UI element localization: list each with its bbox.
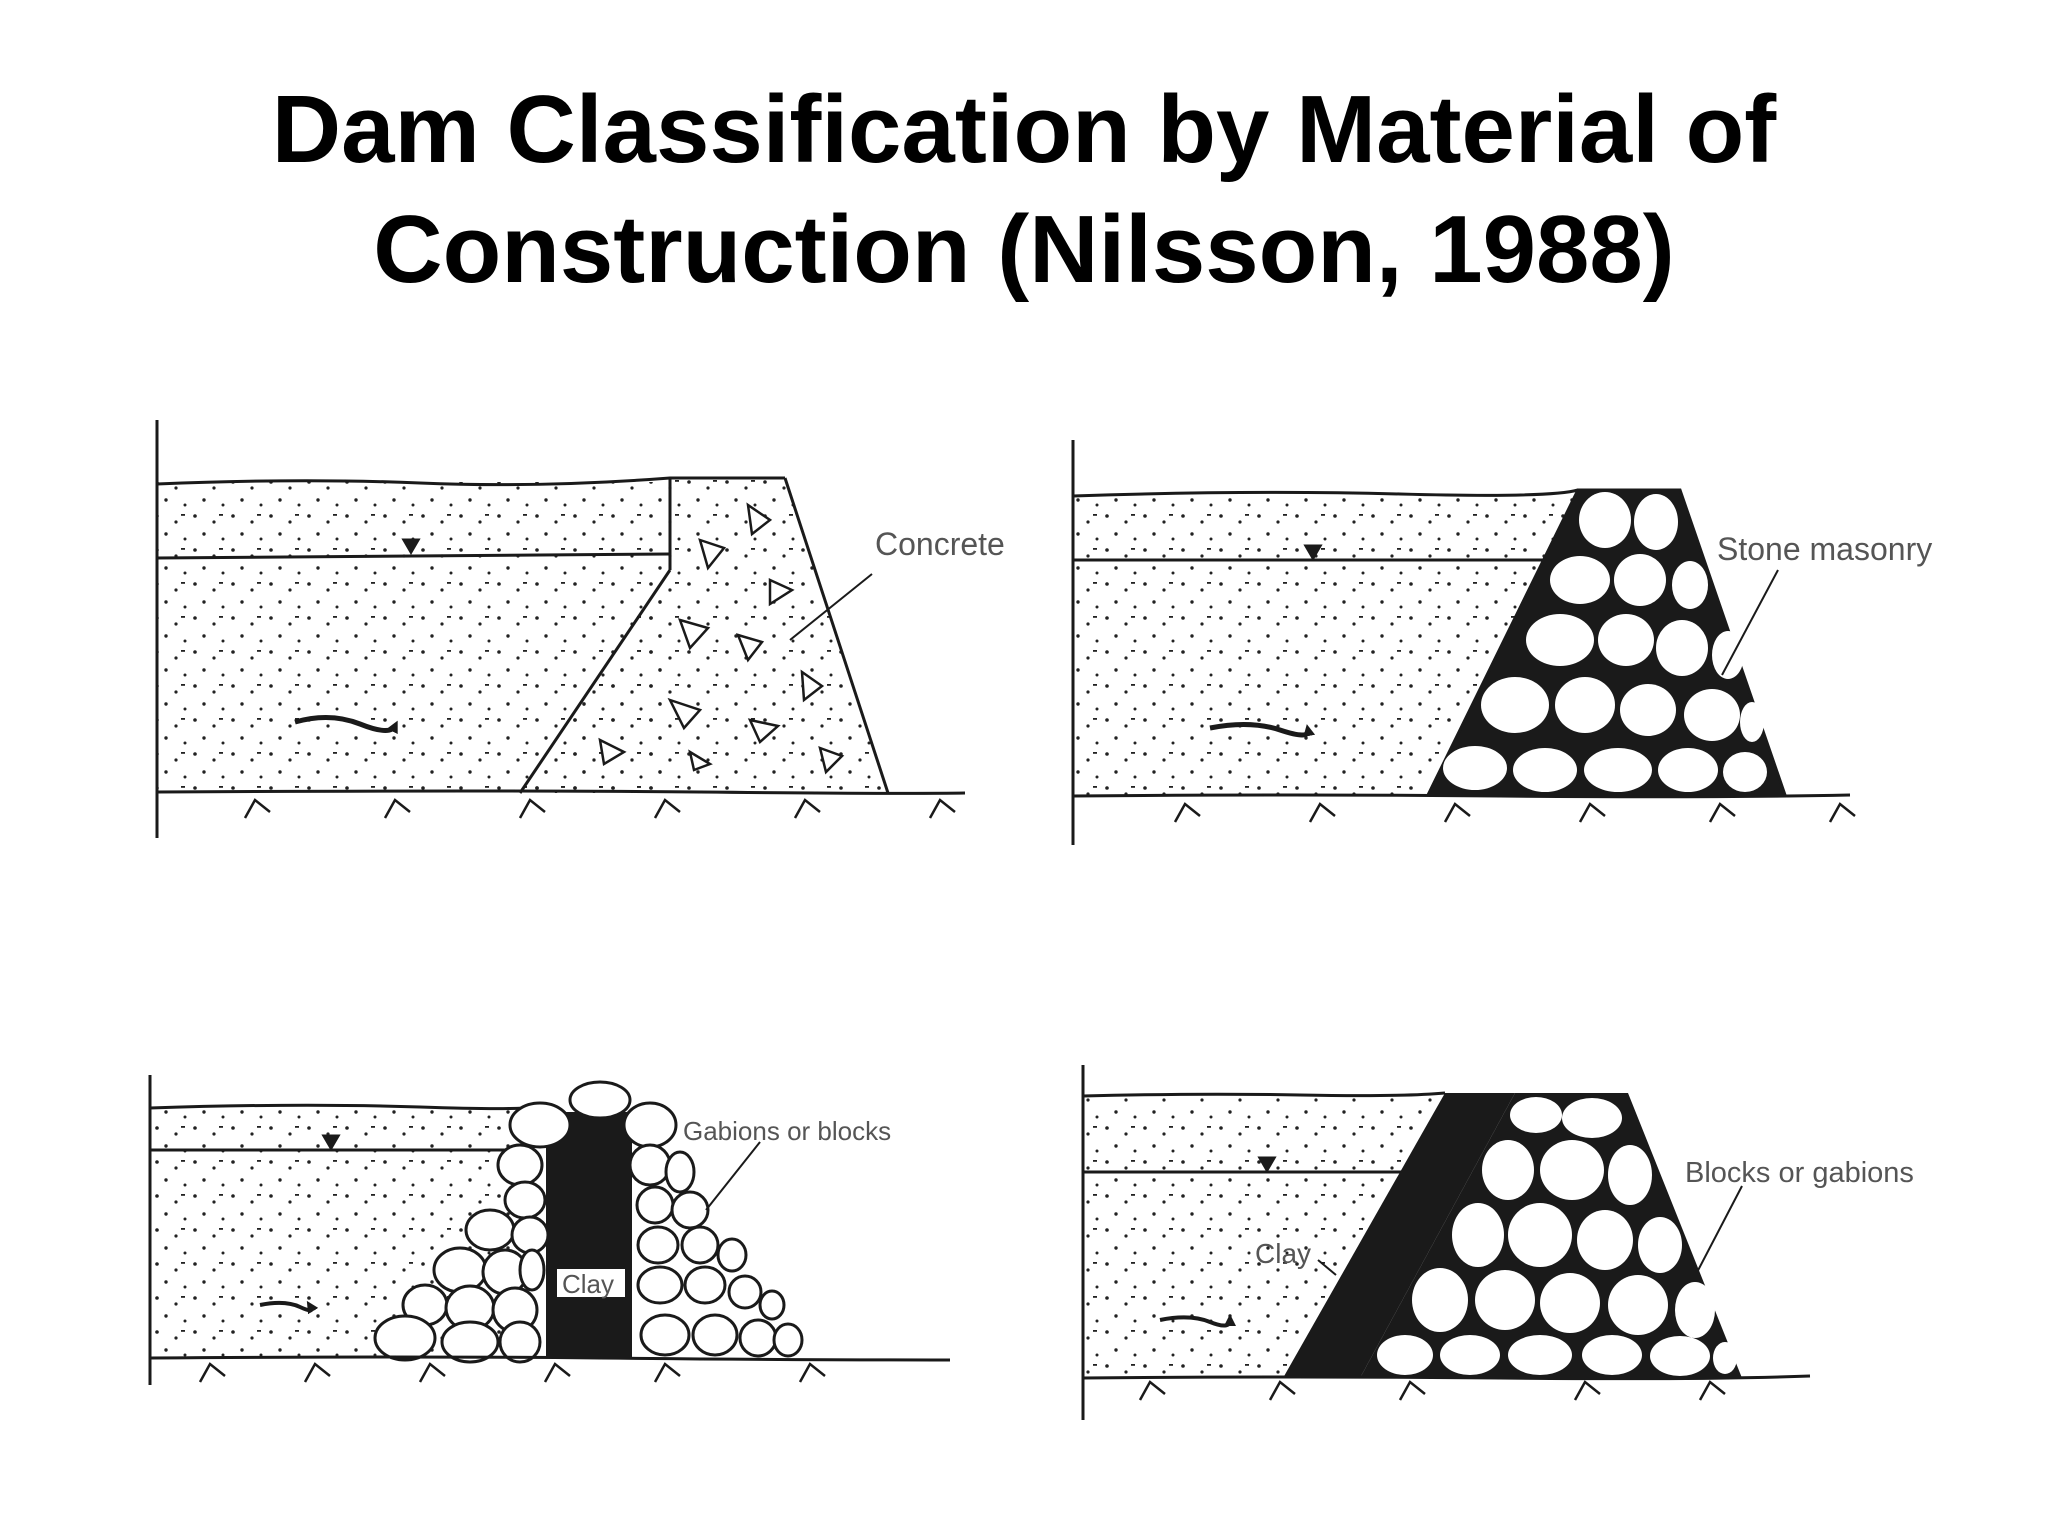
title-line-2: Construction (Nilsson, 1988) [373, 196, 1675, 303]
water-level-marker-icon [1303, 544, 1323, 561]
panel-blocks-clay-face-dam [1081, 1065, 1811, 1420]
flow-arrow-icon [1159, 1314, 1236, 1328]
water-level-marker-icon [401, 538, 421, 555]
label-clay-face: Clay [1255, 1238, 1311, 1269]
leader-line-masonry [1721, 569, 1779, 676]
ground-hatch-marks [198, 1362, 826, 1383]
ground-hatch-marks [1138, 1380, 1726, 1401]
label-stone-masonry: Stone masonry [1717, 531, 1932, 567]
concrete-aggregate-triangles [598, 502, 845, 775]
ground-line [1072, 793, 1851, 799]
flow-arrow-icon [1209, 721, 1316, 738]
water-surface-line [1072, 488, 1579, 498]
flow-arrow-icon [259, 1300, 319, 1315]
water-level-marker-icon [321, 1134, 341, 1151]
water-level-marker-icon [1257, 1156, 1277, 1173]
panel-concrete-dam [155, 420, 966, 838]
concrete-dam-body [520, 477, 888, 793]
gabion-blocks [373, 1080, 804, 1364]
leader-line-clay [1317, 1259, 1337, 1276]
clay-core [546, 1112, 632, 1357]
flow-arrow-icon [294, 714, 398, 735]
title-line-1: Dam Classification by Material of [271, 76, 1777, 183]
masonry-stones [1443, 492, 1767, 792]
water-surface-line [1082, 1091, 1446, 1098]
leader-line-concrete [789, 573, 873, 641]
label-gabions-or-blocks: Gabions or blocks [683, 1116, 891, 1146]
ground-hatch-marks [1173, 802, 1856, 823]
ground-hatch-marks [243, 798, 956, 819]
leader-line-blocks [1692, 1185, 1743, 1281]
ground-line [149, 1355, 951, 1362]
ground-line [156, 789, 966, 795]
leader-line-gabions [705, 1141, 761, 1211]
dam-upstream-slope [518, 569, 672, 794]
water-level-line [156, 552, 671, 560]
panel-gabion-clay-core-dam [148, 1075, 951, 1385]
label-clay-core: Clay [562, 1269, 614, 1299]
clay-sloping-core [1283, 1093, 1515, 1378]
water-surface-line [156, 476, 785, 487]
slide-title: Dam Classification by Material of Constr… [0, 70, 2048, 310]
ground-line [1082, 1374, 1811, 1381]
dam-downstream-face [783, 477, 890, 794]
rock-blocks [1377, 1097, 1737, 1376]
label-blocks-or-gabions: Blocks or gabions [1685, 1157, 1914, 1189]
clay-label-box [555, 1267, 627, 1299]
panel-stone-masonry-dam [1071, 440, 1856, 845]
label-concrete: Concrete [875, 526, 1005, 562]
